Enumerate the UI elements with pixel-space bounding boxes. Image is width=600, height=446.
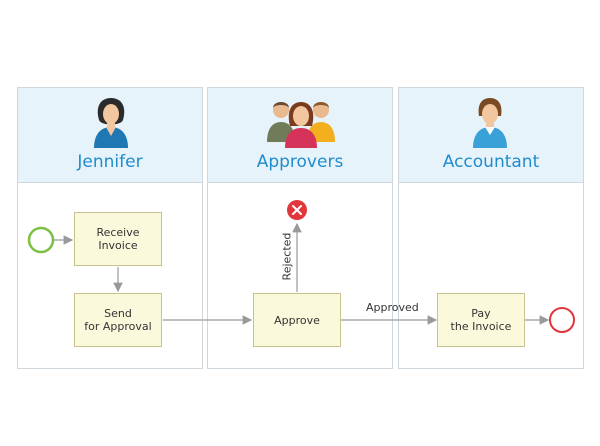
lane-title: Jennifer — [77, 152, 143, 172]
label-rejected: Rejected — [280, 232, 294, 281]
user-group-icon — [267, 102, 335, 148]
lane-header-jennifer: Jennifer — [18, 88, 202, 183]
lane-title: Approvers — [256, 152, 344, 172]
lane-header-approvers: Approvers — [208, 88, 392, 183]
end-event[interactable] — [549, 307, 575, 333]
lane-header-accountant: Accountant — [399, 88, 583, 183]
task-send-for-approval[interactable]: Send for Approval — [74, 293, 162, 347]
task-approve[interactable]: Approve — [253, 293, 341, 347]
woman-user-icon — [94, 98, 128, 148]
lane-title: Accountant — [442, 152, 540, 172]
task-receive-invoice[interactable]: Receive Invoice — [74, 212, 162, 266]
task-pay-invoice[interactable]: Pay the Invoice — [437, 293, 525, 347]
start-event[interactable] — [27, 226, 55, 254]
woman-user-icon — [473, 98, 507, 148]
reject-event[interactable] — [287, 200, 307, 220]
label-approved: Approved — [366, 301, 419, 314]
close-icon — [292, 205, 302, 215]
